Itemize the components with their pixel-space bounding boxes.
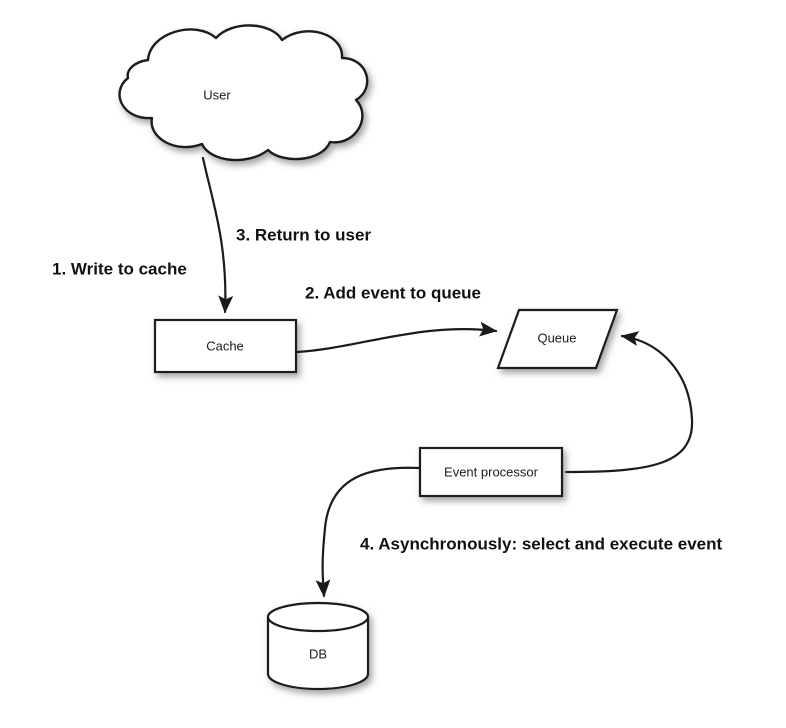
node-user-label: User: [203, 87, 231, 102]
db-cylinder-top: [266, 601, 370, 633]
node-cache[interactable]: [153, 318, 298, 374]
node-queue-label: Queue: [537, 330, 576, 345]
node-db-label: DB: [309, 646, 327, 661]
edge-processor-to-queue: [564, 331, 694, 474]
step-label-3: 3. Return to user: [236, 225, 371, 244]
step-label-2: 2. Add event to queue: [305, 283, 481, 302]
cloud-shape: [118, 24, 369, 162]
node-queue[interactable]: [496, 308, 619, 370]
edge-cache-to-queue: [295, 321, 498, 354]
node-event-processor-label: Event processor: [444, 464, 539, 479]
step-label-4: 4. Asynchronously: select and execute ev…: [360, 534, 723, 553]
node-db[interactable]: [266, 601, 370, 691]
queue-parallelogram: [496, 308, 619, 370]
step-label-1: 1. Write to cache: [52, 259, 187, 278]
event-processor-rect: [418, 446, 564, 498]
db-cylinder-body: [266, 616, 370, 691]
edge-processor-to-db: [315, 466, 421, 598]
cache-rect: [153, 318, 298, 374]
node-event-processor[interactable]: [418, 446, 564, 498]
node-user[interactable]: [118, 24, 369, 162]
edge-user-to-cache: [201, 156, 234, 314]
node-cache-label: Cache: [206, 338, 244, 353]
